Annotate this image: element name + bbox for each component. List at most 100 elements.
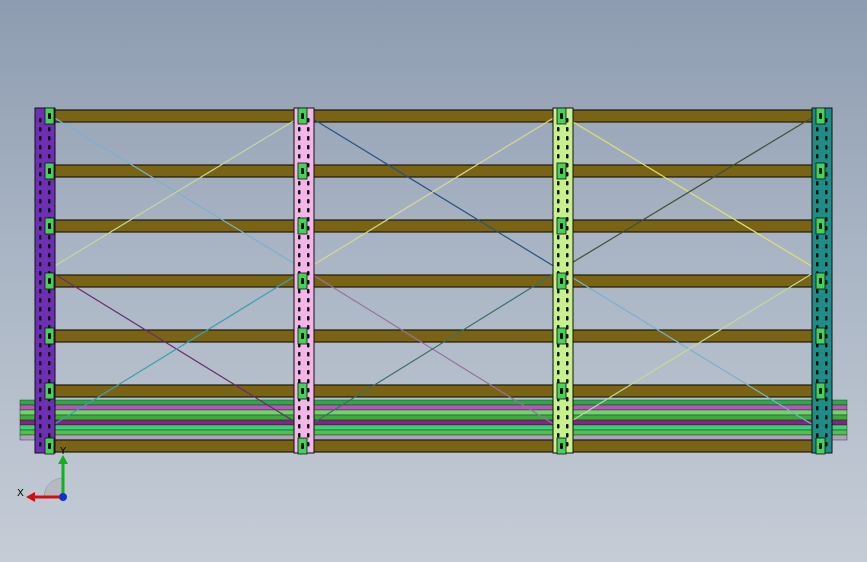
upright-hole <box>566 334 569 339</box>
upright-hole <box>307 307 310 312</box>
upright-hole <box>39 154 42 159</box>
upright-hole <box>566 244 569 249</box>
upright-hole <box>566 280 569 285</box>
upright-hole <box>48 379 51 384</box>
upright-hole <box>566 226 569 231</box>
upright-hole <box>307 370 310 375</box>
upright-hole <box>566 172 569 177</box>
upright-hole <box>48 244 51 249</box>
connector-hole <box>301 113 304 119</box>
upright-hole <box>816 415 819 420</box>
upright-hole <box>48 145 51 150</box>
upright-hole <box>48 181 51 186</box>
upright-hole <box>557 199 560 204</box>
upright-hole <box>557 370 560 375</box>
beam <box>49 219 819 233</box>
upright-hole <box>566 181 569 186</box>
upright-hole <box>566 361 569 366</box>
upright-hole <box>825 280 828 285</box>
upright-hole <box>825 289 828 294</box>
upright-hole <box>566 190 569 195</box>
triad-quarter-disc <box>43 477 64 498</box>
uprights <box>34 107 833 455</box>
beam <box>49 384 819 398</box>
upright-hole <box>566 406 569 411</box>
connector-hole <box>48 168 51 174</box>
upright-hole <box>816 136 819 141</box>
upright-hole <box>298 370 301 375</box>
upright-hole <box>298 235 301 240</box>
upright-hole <box>48 361 51 366</box>
upright-hole <box>307 145 310 150</box>
upright-hole <box>298 199 301 204</box>
upright-hole <box>39 433 42 438</box>
floor-stripe <box>19 429 848 436</box>
upright-hole <box>39 325 42 330</box>
upright-hole <box>48 307 51 312</box>
upright-hole <box>816 316 819 321</box>
upright-hole <box>298 406 301 411</box>
upright-hole <box>825 325 828 330</box>
upright-hole <box>557 352 560 357</box>
upright-hole <box>825 370 828 375</box>
upright-hole <box>39 253 42 258</box>
upright-hole <box>298 379 301 384</box>
upright-hole <box>566 397 569 402</box>
upright-hole <box>307 325 310 330</box>
cross-brace <box>559 113 819 271</box>
upright-hole <box>566 253 569 258</box>
upright-hole <box>39 226 42 231</box>
beam <box>49 109 819 123</box>
y-axis-arrowhead <box>58 455 68 464</box>
cross-brace <box>47 113 306 271</box>
upright-hole <box>816 154 819 159</box>
upright-hole <box>825 244 828 249</box>
upright-hole <box>298 208 301 213</box>
upright-hole <box>557 208 560 213</box>
upright-hole <box>39 442 42 447</box>
upright-hole <box>825 145 828 150</box>
upright-hole <box>557 136 560 141</box>
upright-hole <box>816 235 819 240</box>
connector-hole <box>819 113 822 119</box>
upright-hole <box>307 397 310 402</box>
upright-hole <box>307 424 310 429</box>
upright-hole <box>566 199 569 204</box>
upright-hole <box>48 190 51 195</box>
upright-hole <box>566 217 569 222</box>
upright-hole <box>825 190 828 195</box>
upright-hole <box>48 136 51 141</box>
upright-hole <box>816 307 819 312</box>
upright-hole <box>307 298 310 303</box>
upright-hole <box>48 370 51 375</box>
upright-hole <box>307 280 310 285</box>
upright-hole <box>298 127 301 132</box>
upright-hole <box>816 199 819 204</box>
upright-hole <box>39 145 42 150</box>
upright-hole <box>39 334 42 339</box>
upright-hole <box>566 370 569 375</box>
upright-hole <box>557 424 560 429</box>
upright-hole <box>557 181 560 186</box>
cross-brace <box>47 269 306 429</box>
upright-hole <box>48 154 51 159</box>
upright-hole <box>307 190 310 195</box>
upright-hole <box>39 280 42 285</box>
upright-hole <box>557 190 560 195</box>
upright-hole <box>825 181 828 186</box>
upright-hole <box>566 352 569 357</box>
upright-hole <box>307 235 310 240</box>
upright-hole <box>307 433 310 438</box>
upright-hole <box>307 442 310 447</box>
upright-hole <box>816 289 819 294</box>
upright-hole <box>557 244 560 249</box>
upright-hole <box>39 271 42 276</box>
upright-hole <box>298 424 301 429</box>
upright-hole <box>557 145 560 150</box>
upright-hole <box>298 262 301 267</box>
upright-hole <box>307 172 310 177</box>
upright-hole <box>557 235 560 240</box>
upright-hole <box>825 307 828 312</box>
upright-hole <box>39 316 42 321</box>
